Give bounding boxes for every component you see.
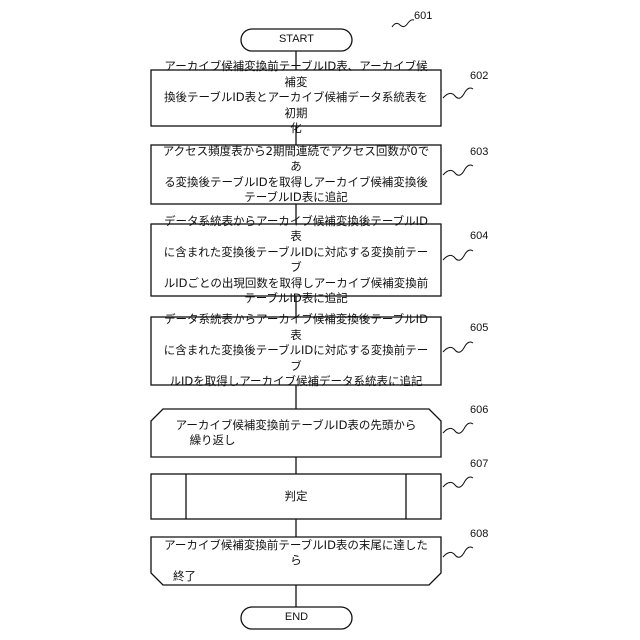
ref-602: 602 [470, 70, 488, 82]
end-label: END [285, 610, 308, 626]
step-604-line: テーブルID表に追記 [159, 291, 433, 307]
step-608-line: 終了 [159, 569, 433, 585]
ref-601-leader [392, 20, 414, 27]
step-605-line: ルIDを取得しアーカイブ候補データ系統表に追記 [159, 374, 433, 390]
step-604-line: ルIDごとの出現回数を取得しアーカイブ候補変換前 [159, 276, 433, 292]
ref-608-leader [443, 547, 473, 557]
step-603-line: アクセス頻度表から2期間連続でアクセス回数が0であ [159, 144, 433, 175]
step-606-loop-start: アーカイブ候補変換前テーブルID表の先頭から 繰り返し [151, 409, 441, 457]
step-604-line: に含まれた変換後テーブルIDに対応する変換前テーブ [159, 245, 433, 276]
step-602-box: アーカイブ候補変換前テーブルID表、アーカイブ候補変 換後テーブルID表とアーカ… [151, 70, 441, 126]
ref-602-leader [443, 88, 473, 98]
ref-607-leader [443, 477, 473, 487]
step-602-line: 化 [159, 121, 433, 137]
ref-604: 604 [470, 230, 488, 242]
step-605-line: に含まれた変換後テーブルIDに対応する変換前テーブ [159, 343, 433, 374]
start-label: START [279, 32, 314, 48]
ref-601: 601 [414, 10, 432, 22]
ref-608: 608 [470, 528, 488, 540]
step-603-line: テーブルID表に追記 [159, 190, 433, 206]
step-607-predefined-process: 判定 [186, 474, 406, 519]
step-603-box: アクセス頻度表から2期間連続でアクセス回数が0であ る変換後テーブルIDを取得し… [151, 145, 441, 204]
start-terminal: START [241, 29, 352, 51]
step-602-line: 換後テーブルID表とアーカイブ候補データ系統表を初期 [159, 90, 433, 121]
ref-604-leader [443, 250, 473, 260]
step-605-box: データ系統表からアーカイブ候補変換後テーブルID表 に含まれた変換後テーブルID… [151, 317, 441, 385]
ref-603-leader [443, 165, 473, 175]
step-604-line: データ系統表からアーカイブ候補変換後テーブルID表 [159, 214, 433, 245]
ref-605: 605 [470, 322, 488, 334]
step-606-line: 繰り返し [176, 433, 417, 449]
end-terminal: END [241, 607, 352, 629]
step-607-label: 判定 [285, 489, 308, 505]
step-603-line: る変換後テーブルIDを取得しアーカイブ候補変換後 [159, 175, 433, 191]
step-606-line: アーカイブ候補変換前テーブルID表の先頭から [176, 418, 417, 434]
step-604-box: データ系統表からアーカイブ候補変換後テーブルID表 に含まれた変換後テーブルID… [151, 224, 441, 296]
ref-606: 606 [470, 404, 488, 416]
ref-607: 607 [470, 458, 488, 470]
ref-605-leader [443, 342, 473, 352]
ref-606-leader [443, 423, 473, 433]
step-608-line: アーカイブ候補変換前テーブルID表の末尾に達したら [159, 538, 433, 569]
step-608-loop-end: アーカイブ候補変換前テーブルID表の末尾に達したら 終了 [151, 537, 441, 585]
ref-603: 603 [470, 146, 488, 158]
step-602-line: アーカイブ候補変換前テーブルID表、アーカイブ候補変 [159, 59, 433, 90]
step-605-line: データ系統表からアーカイブ候補変換後テーブルID表 [159, 312, 433, 343]
